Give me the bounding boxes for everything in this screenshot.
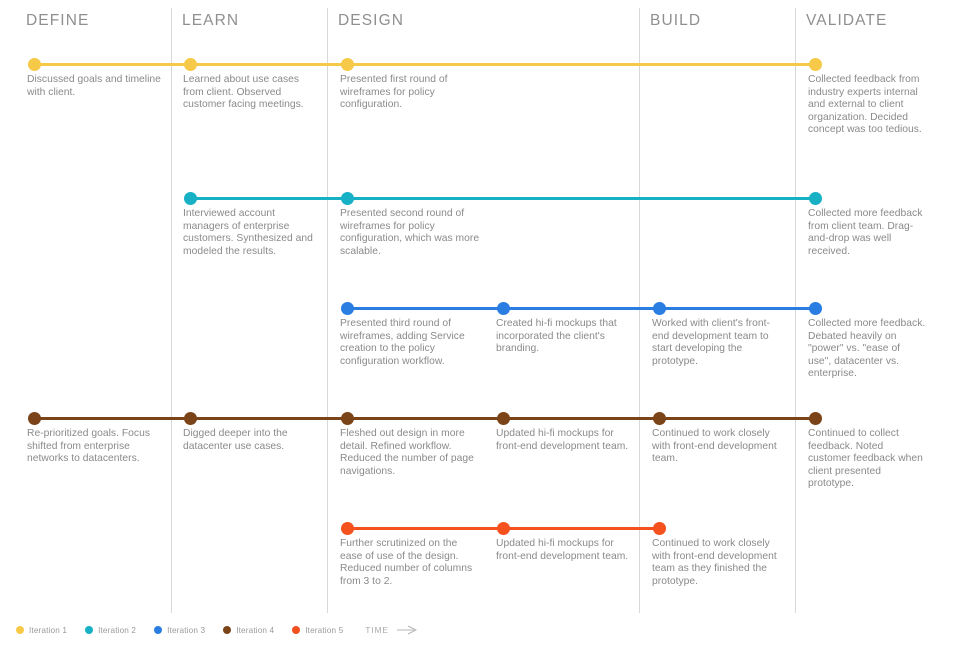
legend-items: Iteration 1 Iteration 2 Iteration 3 Iterati…	[16, 625, 417, 635]
milestone-node[interactable]	[809, 412, 822, 425]
phase-header-validate: VALIDATE	[806, 12, 888, 29]
legend-time-label: TIME	[365, 625, 389, 635]
legend-label: Iteration 3	[167, 625, 206, 635]
milestone-text: Updated hi-fi mockups for front-end deve…	[496, 428, 629, 452]
milestone-text: Fleshed out design in more detail. Refin…	[340, 428, 474, 477]
phase-divider-4	[795, 8, 796, 613]
legend-dot-icon	[16, 626, 24, 634]
milestone-text: Further scrutinized on the ease of use o…	[340, 538, 473, 587]
milestone-text: Interviewed account managers of enterpri…	[183, 208, 313, 257]
milestone-text: Digged deeper into the datacenter use ca…	[183, 428, 288, 452]
legend-label: Iteration 2	[98, 625, 137, 635]
legend-item-iteration-1[interactable]: Iteration 1	[16, 626, 67, 635]
milestone-text: Discussed goals and timeline with client…	[27, 74, 161, 98]
milestone-node[interactable]	[809, 58, 822, 71]
milestone-text: Learned about use cases from client. Obs…	[183, 74, 304, 111]
legend-item-iteration-2[interactable]: Iteration 2	[85, 626, 136, 635]
time-arrow-icon	[396, 625, 417, 635]
milestone-node[interactable]	[184, 412, 197, 425]
milestone-node[interactable]	[341, 412, 354, 425]
legend-dot-icon	[292, 626, 301, 634]
milestone-node[interactable]	[341, 58, 354, 71]
milestone-text: Continued to collect feedback. Noted cus…	[808, 428, 923, 490]
legend: Iteration 1 Iteration 2 Iteration 3 Iterati…	[16, 622, 417, 638]
milestone-node[interactable]	[653, 412, 666, 425]
legend-dot-icon	[154, 626, 163, 634]
milestone-node[interactable]	[497, 302, 510, 315]
milestone-node[interactable]	[28, 58, 41, 71]
iteration-track-4	[34, 417, 815, 420]
legend-label: Iteration 5	[305, 625, 344, 635]
legend-item-iteration-3[interactable]: Iteration 3	[154, 626, 205, 635]
iteration-track-1	[34, 63, 815, 66]
legend-item-iteration-4[interactable]: Iteration 4	[223, 626, 274, 635]
phase-divider-2	[327, 8, 328, 613]
milestone-node[interactable]	[809, 192, 822, 205]
milestone-node[interactable]	[653, 522, 666, 535]
milestone-node[interactable]	[497, 522, 510, 535]
milestone-text: Updated hi-fi mockups for front-end deve…	[496, 538, 629, 562]
milestone-node[interactable]	[341, 302, 354, 315]
milestone-text: Presented first round of wireframes for …	[340, 74, 448, 111]
milestone-text: Created hi-fi mockups that incorporated …	[496, 318, 617, 355]
milestone-text: Worked with client's front-end developme…	[652, 318, 770, 367]
milestone-node[interactable]	[28, 412, 41, 425]
milestone-node[interactable]	[184, 58, 197, 71]
milestone-node[interactable]	[341, 522, 354, 535]
iteration-track-2	[190, 197, 815, 200]
legend-label: Iteration 1	[29, 625, 68, 635]
milestone-text: Collected feedback from industry experts…	[808, 74, 922, 136]
phase-header-build: BUILD	[650, 12, 702, 29]
legend-dot-icon	[223, 626, 232, 634]
milestone-node[interactable]	[653, 302, 666, 315]
iteration-track-3	[347, 307, 815, 310]
milestone-node[interactable]	[341, 192, 354, 205]
milestone-node[interactable]	[497, 412, 510, 425]
milestone-text: Continued to work closely with front-end…	[652, 538, 777, 587]
legend-dot-icon	[85, 626, 94, 634]
phase-header-design: DESIGN	[338, 12, 405, 29]
milestone-text: Collected more feedback. Debated heavily…	[808, 318, 926, 380]
phase-header-learn: LEARN	[182, 12, 240, 29]
milestone-text: Re-prioritized goals. Focus shifted from…	[27, 428, 151, 465]
legend-label: Iteration 4	[236, 625, 275, 635]
milestone-text: Presented third round of wireframes, add…	[340, 318, 465, 367]
milestone-text: Continued to work closely with front-end…	[652, 428, 777, 465]
legend-time-axis: TIME	[365, 625, 417, 635]
legend-item-iteration-5[interactable]: Iteration 5	[292, 626, 343, 635]
milestone-text: Presented second round of wireframes for…	[340, 208, 480, 257]
phase-divider-1	[171, 8, 172, 613]
phase-divider-3	[639, 8, 640, 613]
milestone-node[interactable]	[809, 302, 822, 315]
phase-header-define: DEFINE	[26, 12, 90, 29]
milestone-node[interactable]	[184, 192, 197, 205]
milestone-text: Collected more feedback from client team…	[808, 208, 923, 257]
